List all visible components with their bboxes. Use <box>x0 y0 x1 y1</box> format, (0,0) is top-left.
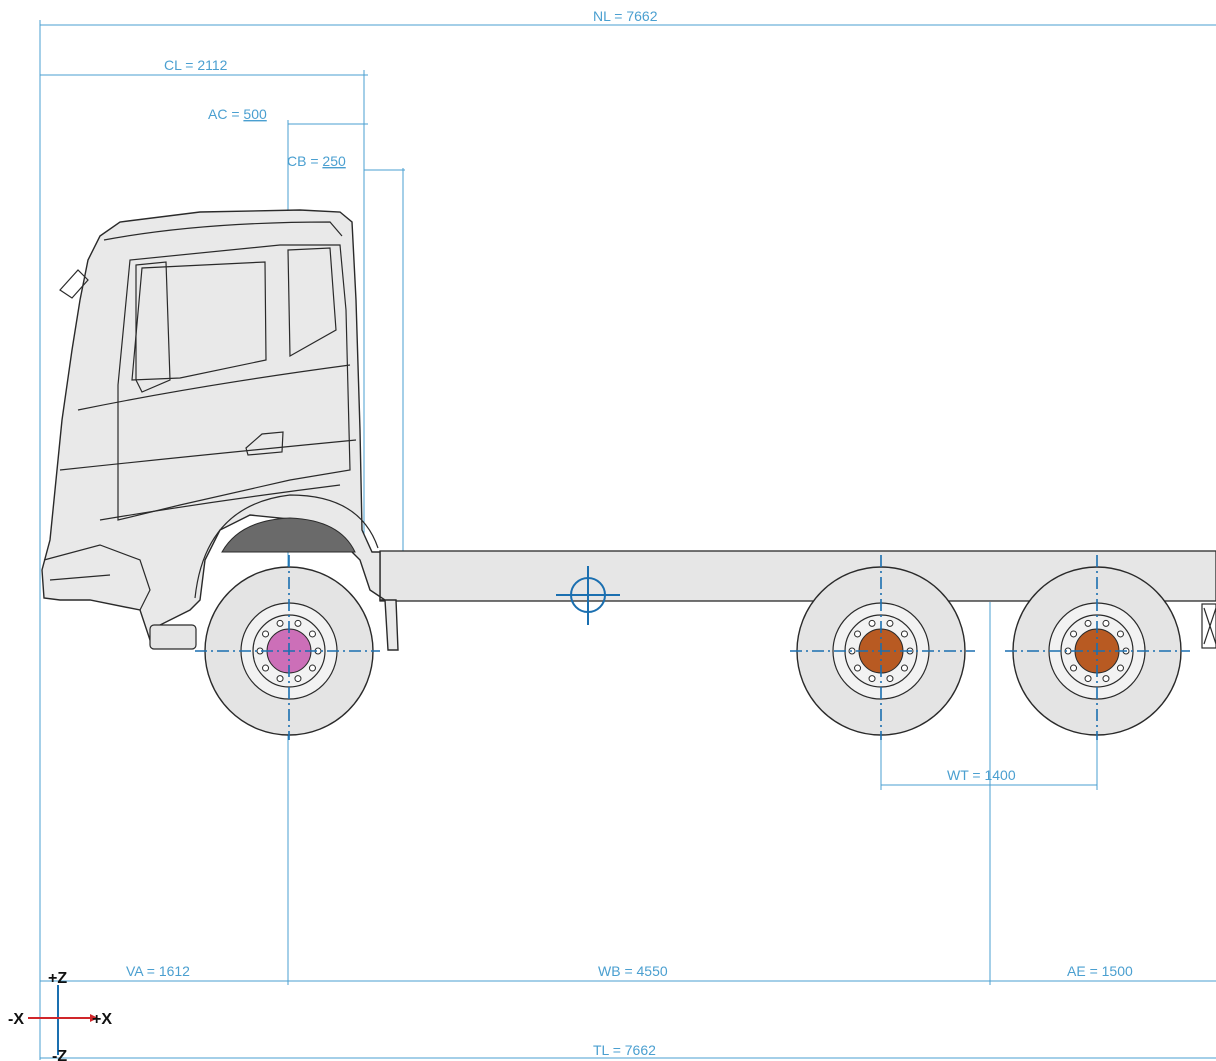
minus-z-label: -Z <box>52 1048 67 1061</box>
truck-cab <box>41 209 399 651</box>
coordinate-system: +Z -X +X -Z <box>8 970 112 1061</box>
lug-nut <box>868 619 876 627</box>
cb-label: CB = 250 <box>287 153 346 169</box>
wb-label: WB = 4550 <box>598 963 668 979</box>
lug-nut <box>886 619 894 627</box>
lug-nut <box>308 664 316 672</box>
lug-nut <box>1102 619 1110 627</box>
lug-nut <box>1102 675 1110 683</box>
axle-centerlines <box>195 555 1190 740</box>
cl-label: CL = 2112 <box>164 57 228 73</box>
lug-nut <box>1116 664 1124 672</box>
lug-nut <box>1084 675 1092 683</box>
lug-nut <box>294 675 302 683</box>
lug-nut <box>868 675 876 683</box>
lug-nut <box>1070 664 1078 672</box>
va-label: VA = 1612 <box>126 963 190 979</box>
center-of-gravity-icon <box>556 566 620 625</box>
lug-nut <box>276 675 284 683</box>
ac-label: AC = 500 <box>208 106 267 122</box>
lug-nut <box>886 675 894 683</box>
lug-nut <box>854 664 862 672</box>
minus-x-label: -X <box>8 1011 24 1028</box>
plus-z-label: +Z <box>48 970 67 987</box>
ae-label: AE = 1500 <box>1067 963 1133 979</box>
lug-nut <box>276 619 284 627</box>
lug-nut <box>1084 619 1092 627</box>
lug-nut <box>854 630 862 638</box>
lug-nut <box>900 630 908 638</box>
tl-label: TL = 7662 <box>593 1042 656 1058</box>
lug-nut <box>900 664 908 672</box>
wt-label: WT = 1400 <box>947 767 1016 783</box>
lug-nut <box>308 630 316 638</box>
lug-nut <box>1116 630 1124 638</box>
plus-x-label: +X <box>92 1011 112 1028</box>
nl-label: NL = 7662 <box>593 8 658 24</box>
lug-nut <box>1070 630 1078 638</box>
lug-nut <box>262 630 270 638</box>
dimension-lines: NL = 7662 CL = 2112 AC = 500 CB = 250 WT… <box>39 8 1216 1060</box>
lug-nut <box>262 664 270 672</box>
lug-nut <box>294 619 302 627</box>
